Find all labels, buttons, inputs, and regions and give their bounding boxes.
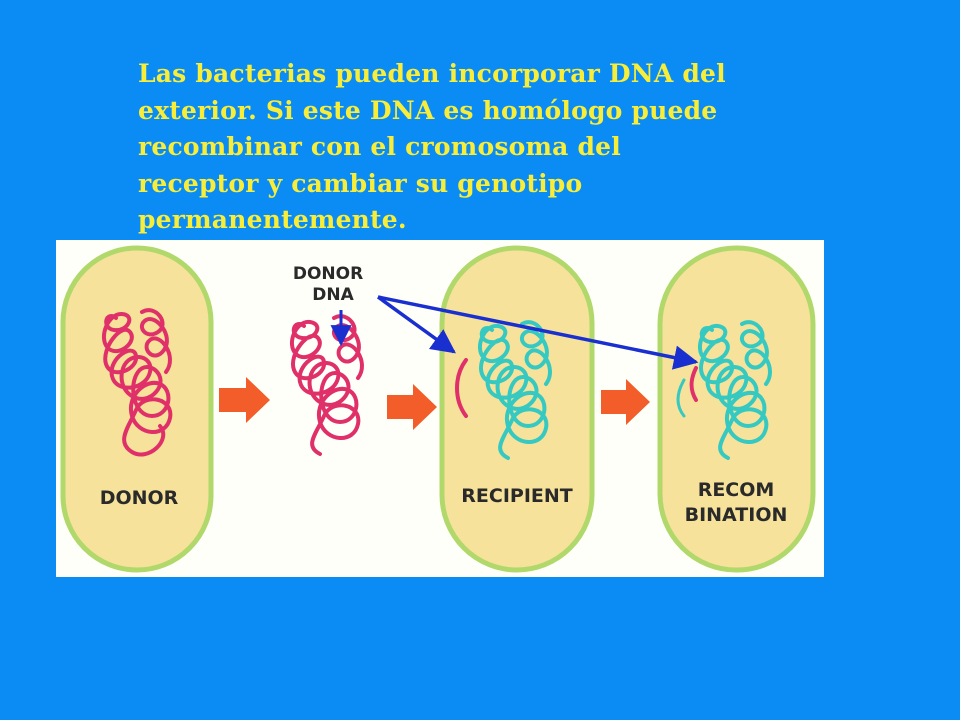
step-arrow-3 (601, 379, 650, 425)
recipient-label: RECIPIENT (461, 485, 572, 507)
transformation-diagram: DONOR DNA DONOR RECIPIENT RECOM BINATION (60, 245, 816, 573)
recombination-label-line1: RECOM (698, 479, 775, 501)
recipient-chromosome (478, 320, 552, 460)
incoming-donor-fragment (455, 358, 468, 418)
donor-chromosome (102, 308, 173, 457)
donor-label: DONOR (100, 487, 179, 509)
excised-recipient-segment (676, 378, 686, 418)
recipient-pointer-arrow (376, 295, 456, 354)
step-arrow-2 (387, 384, 437, 430)
donor-dna-label-line1: DONOR (293, 264, 363, 284)
recombination-label-line2: BINATION (685, 504, 788, 526)
donor-dna-label-line2: DNA (312, 285, 354, 305)
transitional-chromosome (290, 314, 364, 456)
bacterial-transformation-figure: DONOR DNA DONOR RECIPIENT RECOM BINATION (56, 240, 824, 577)
recombinant-chromosome (698, 320, 772, 460)
recombination-pointer-arrow (377, 295, 699, 370)
caption-text: Las bacterias pueden incorporar DNA del … (138, 59, 726, 234)
integrated-donor-segment (689, 366, 698, 402)
step-arrow-1 (219, 377, 270, 423)
